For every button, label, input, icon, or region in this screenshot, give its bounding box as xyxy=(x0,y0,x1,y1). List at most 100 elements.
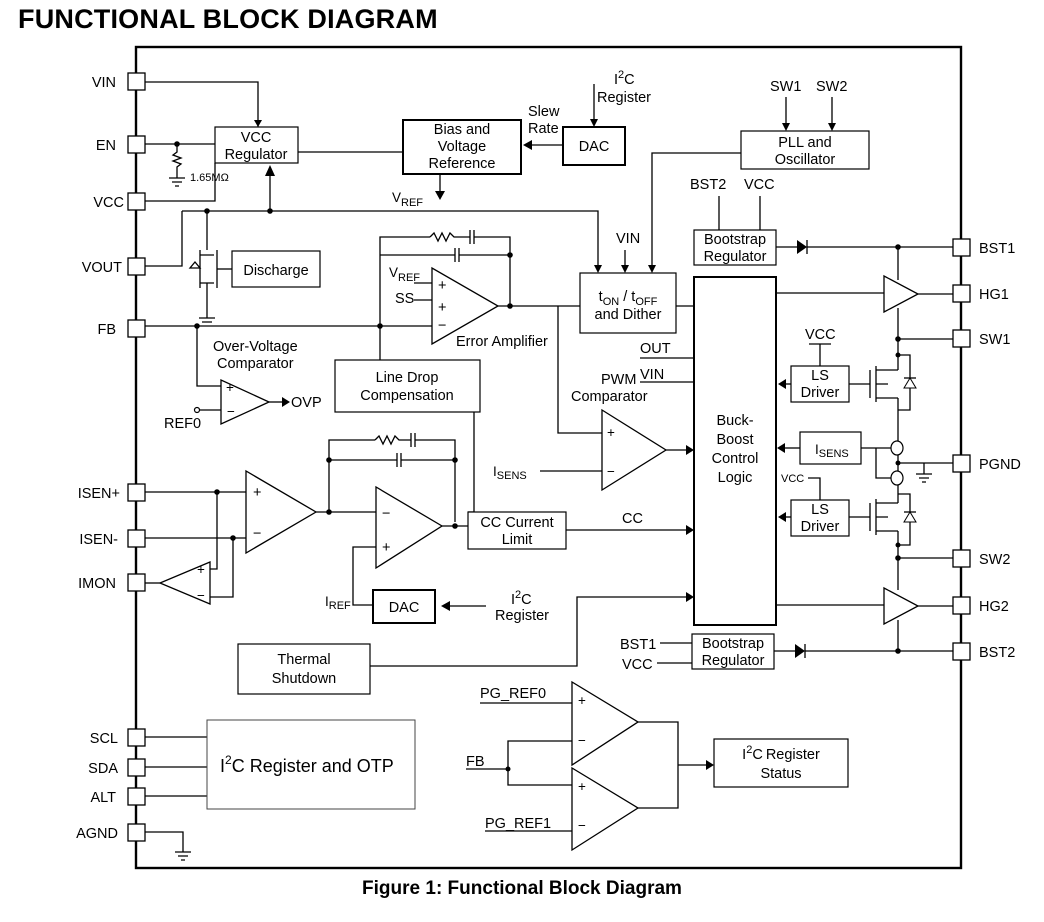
svg-text:Error Amplifier: Error Amplifier xyxy=(456,334,548,350)
svg-text:Logic: Logic xyxy=(718,470,753,486)
svg-text:ISENS: ISENS xyxy=(815,442,849,460)
svg-text:AGND: AGND xyxy=(76,826,118,842)
svg-text:Thermal: Thermal xyxy=(277,652,330,668)
pin-agnd: AGND xyxy=(76,823,146,842)
pin-sda: SDA xyxy=(88,758,146,777)
pin-imon: IMON xyxy=(78,573,146,592)
svg-text:ALT: ALT xyxy=(90,790,116,806)
error-amplifier xyxy=(431,266,500,346)
pin-isen-minus: ISEN- xyxy=(79,529,146,548)
svg-text:SDA: SDA xyxy=(88,761,118,777)
svg-text:−: − xyxy=(382,506,390,522)
hg2-driver xyxy=(883,586,920,626)
cc-current-limit-block: CC Current Limit xyxy=(467,511,567,550)
svg-text:+: + xyxy=(578,693,586,708)
svg-text:VREF: VREF xyxy=(389,265,420,284)
svg-text:Comparator: Comparator xyxy=(217,356,294,372)
svg-text:ISENS: ISENS xyxy=(493,464,527,482)
right-pins: BST1 HG1 SW1 PGND SW2 HG2 BST2 xyxy=(952,238,1021,661)
svg-text:SCL: SCL xyxy=(90,731,118,747)
pin-bst1: BST1 xyxy=(952,238,1015,257)
pin-pgnd: PGND xyxy=(952,454,1021,473)
pin-alt: ALT xyxy=(90,787,146,806)
svg-text:ISEN-: ISEN- xyxy=(79,532,118,548)
svg-text:DAC: DAC xyxy=(579,139,610,155)
svg-text:FB: FB xyxy=(97,322,116,338)
svg-text:Line Drop: Line Drop xyxy=(376,370,439,386)
svg-text:CC Current: CC Current xyxy=(480,515,553,531)
svg-text:+: + xyxy=(578,779,586,794)
svg-text:Regulator: Regulator xyxy=(225,147,288,163)
svg-text:+: + xyxy=(197,562,205,577)
svg-text:OUT: OUT xyxy=(640,341,671,357)
svg-text:and Dither: and Dither xyxy=(595,307,662,323)
svg-text:−: − xyxy=(253,526,261,542)
svg-text:+: + xyxy=(607,425,615,440)
svg-text:VIN: VIN xyxy=(616,231,640,247)
svg-text:tON / tOFF: tON / tOFF xyxy=(599,289,658,308)
svg-text:SW2: SW2 xyxy=(816,79,847,95)
vcc-regulator-block: VCC Regulator xyxy=(214,126,299,164)
pin-sw1: SW1 xyxy=(952,329,1010,348)
svg-text:ISEN+: ISEN+ xyxy=(78,486,120,502)
svg-text:Control: Control xyxy=(712,451,759,467)
svg-text:Limit: Limit xyxy=(502,532,533,548)
svg-text:−: − xyxy=(438,318,446,334)
bootstrap-regulator-1: Bootstrap Regulator xyxy=(693,229,777,266)
svg-text:HG2: HG2 xyxy=(979,599,1009,615)
svg-text:−: − xyxy=(578,733,586,748)
svg-text:PG_REF1: PG_REF1 xyxy=(485,816,551,832)
svg-text:PGND: PGND xyxy=(979,457,1021,473)
svg-text:Driver: Driver xyxy=(801,519,840,535)
svg-text:Shutdown: Shutdown xyxy=(272,671,337,687)
svg-text:Bootstrap: Bootstrap xyxy=(702,636,764,652)
line-drop-compensation: Line Drop Compensation xyxy=(334,359,481,413)
svg-text:LS: LS xyxy=(811,502,829,518)
svg-text:−: − xyxy=(227,404,235,419)
svg-text:−: − xyxy=(607,464,615,479)
svg-text:Reference: Reference xyxy=(429,156,496,172)
pin-bst2: BST2 xyxy=(952,642,1015,661)
pg-comparator-1 xyxy=(571,766,640,852)
svg-text:Boost: Boost xyxy=(716,432,753,448)
svg-text:SW1: SW1 xyxy=(979,332,1010,348)
svg-text:VCC: VCC xyxy=(241,130,272,146)
svg-text:VCC: VCC xyxy=(744,177,775,193)
svg-text:+: + xyxy=(226,380,234,395)
svg-text:Compensation: Compensation xyxy=(360,388,454,404)
svg-text:Regulator: Regulator xyxy=(704,249,767,265)
svg-text:FB: FB xyxy=(466,754,485,770)
dac-top-block: DAC xyxy=(562,126,626,166)
svg-text:−: − xyxy=(197,588,205,603)
svg-text:EN: EN xyxy=(96,138,116,154)
svg-text:Register: Register xyxy=(495,608,549,624)
svg-text:I2C: I2C xyxy=(614,69,635,88)
svg-text:IREF: IREF xyxy=(325,594,351,612)
svg-text:VCC: VCC xyxy=(622,657,653,673)
svg-text:Over-Voltage: Over-Voltage xyxy=(213,339,298,355)
pin-fb: FB xyxy=(97,319,146,338)
svg-text:VCC: VCC xyxy=(781,473,804,485)
svg-text:Register: Register xyxy=(597,90,651,106)
svg-text:Rate: Rate xyxy=(528,121,559,137)
svg-text:I2C: I2C xyxy=(511,589,532,608)
svg-text:Voltage: Voltage xyxy=(438,139,486,155)
pin-vcc: VCC xyxy=(93,192,146,211)
svg-text:CC: CC xyxy=(622,511,643,527)
control-logic-block: Buck- Boost Control Logic xyxy=(693,276,777,626)
svg-text:Bias and: Bias and xyxy=(434,122,490,138)
bias-reference-block: Bias and Voltage Reference xyxy=(402,119,522,175)
svg-text:Status: Status xyxy=(760,766,801,782)
pin-scl: SCL xyxy=(90,728,146,747)
svg-text:Comparator: Comparator xyxy=(571,389,648,405)
svg-text:SS: SS xyxy=(395,291,414,307)
isen-amplifier xyxy=(245,469,318,555)
svg-text:+: + xyxy=(438,278,446,294)
isens-block: ISENS xyxy=(799,431,862,465)
ls-driver-2: LS Driver xyxy=(790,499,850,537)
pin-vin: VIN xyxy=(92,72,146,91)
ton-toff-block: tON / tOFF and Dither xyxy=(579,272,677,334)
